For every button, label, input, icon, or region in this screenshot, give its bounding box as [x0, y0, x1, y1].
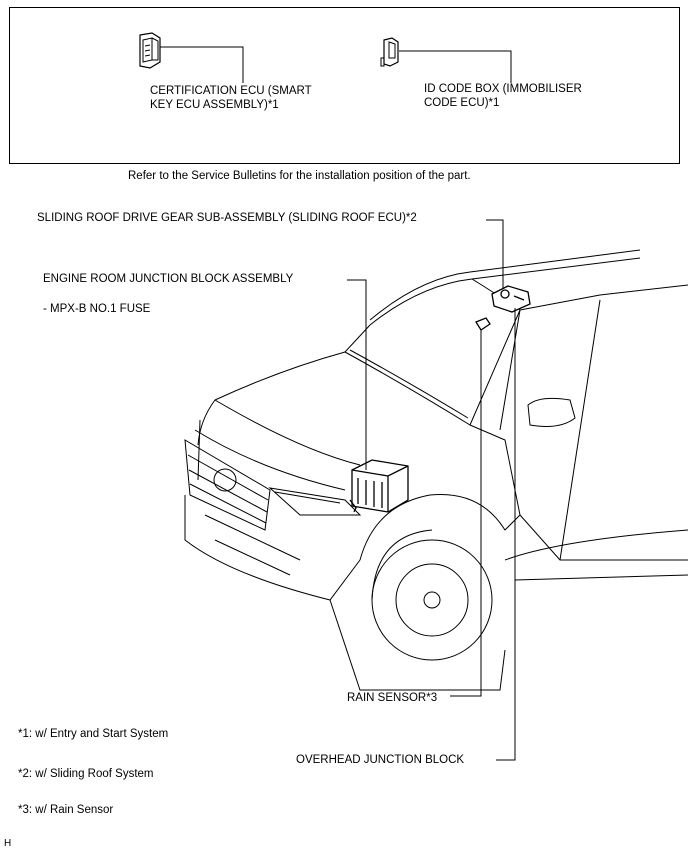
corner-mark: H	[4, 838, 12, 849]
engine-room-junction-block-icon	[349, 459, 409, 513]
overhead-junction-label: OVERHEAD JUNCTION BLOCK	[296, 754, 465, 766]
footnote-1: *1: w/ Entry and Start System	[18, 728, 169, 740]
overhead-junction-leader	[496, 308, 516, 761]
sliding-roof-label: SLIDING ROOF DRIVE GEAR SUB-ASSEMBLY (SL…	[37, 212, 417, 224]
sliding-roof-leader	[486, 219, 504, 288]
engine-room-junction-label: ENGINE ROOM JUNCTION BLOCK ASSEMBLY	[43, 273, 294, 285]
fuse-label: - MPX-B NO.1 FUSE	[43, 303, 151, 315]
certification-ecu-leader	[160, 46, 244, 83]
vehicle-illustration	[184, 249, 688, 691]
id-code-box-icon	[380, 37, 399, 67]
footnote-2: *2: w/ Sliding Roof System	[18, 768, 154, 780]
id-code-box-label-line1: ID CODE BOX (IMMOBILISER	[424, 83, 582, 95]
rain-sensor-leader	[450, 330, 482, 697]
footnote-3: *3: w/ Rain Sensor	[18, 804, 114, 816]
service-bulletin-note: Refer to the Service Bulletins for the i…	[128, 170, 471, 182]
rain-sensor-label: RAIN SENSOR*3	[347, 692, 438, 704]
certification-ecu-label-line2: KEY ECU ASSEMBLY)*1	[150, 99, 279, 111]
top-parts-frame	[9, 7, 680, 164]
id-code-box-leader	[399, 50, 512, 83]
rain-sensor-icon	[475, 317, 491, 331]
id-code-box-label-line2: CODE ECU)*1	[424, 97, 500, 109]
sliding-roof-ecu-icon	[491, 285, 531, 313]
certification-ecu-label-line1: CERTIFICATION ECU (SMART	[150, 85, 312, 97]
engine-room-leader	[347, 279, 367, 470]
certification-ecu-icon	[139, 32, 161, 69]
